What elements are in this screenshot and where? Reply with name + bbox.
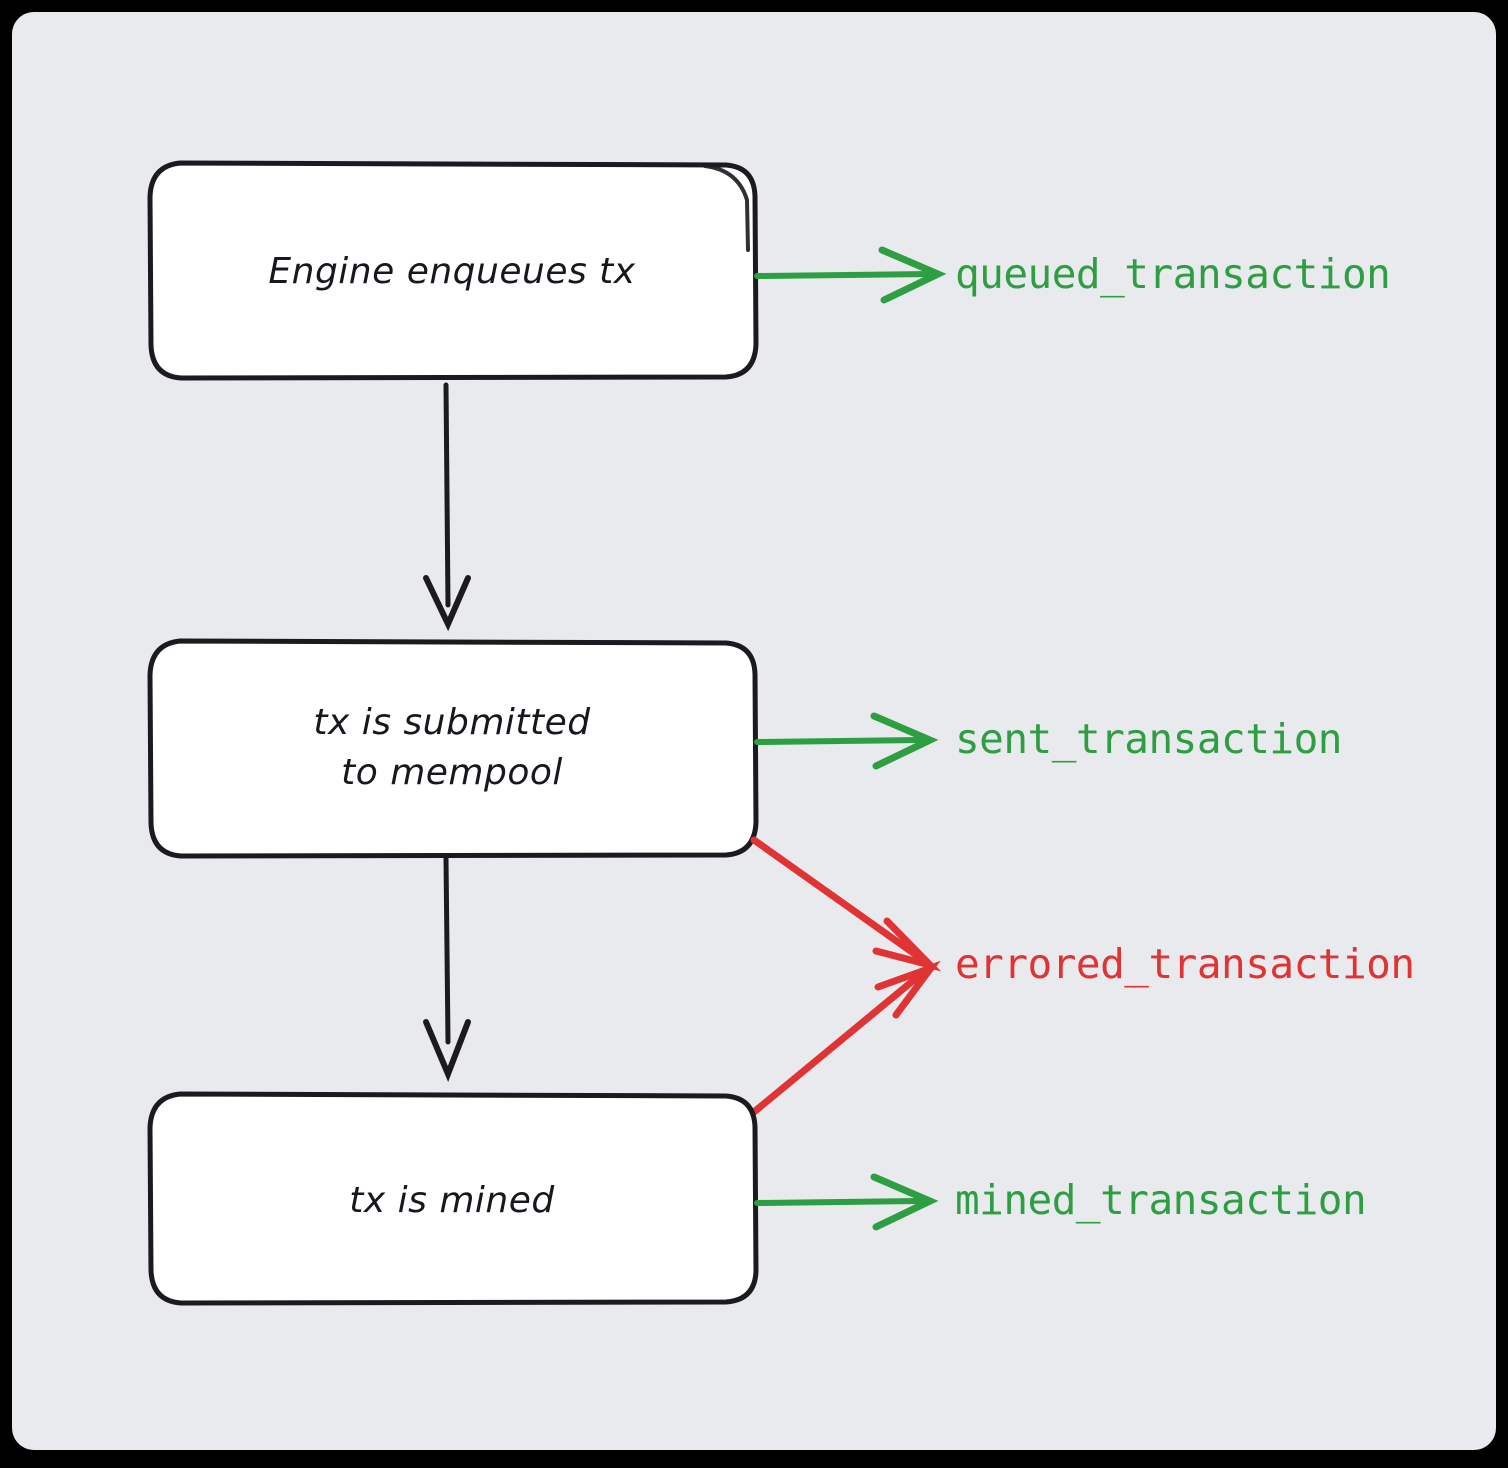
- node-2-shape: [147, 638, 759, 859]
- flow-arrow-2-line: [443, 855, 451, 1045]
- queued-arrow-head: [878, 246, 947, 304]
- event-label-sent-transaction: sent_transaction: [955, 715, 1342, 763]
- flow-arrow-submit-to-mined: [423, 855, 471, 1083]
- node-2-label-line2: to mempool: [341, 752, 563, 793]
- sent-arrow-head: [870, 712, 939, 770]
- flow-arrow-2-head: [423, 1019, 471, 1083]
- flow-arrow-1-head: [423, 575, 471, 632]
- node-engine-enqueues-tx[interactable]: Engine enqueues tx: [147, 160, 759, 381]
- event-label-errored-transaction: errored_transaction: [955, 940, 1415, 988]
- event-arrow-sent-transaction: [754, 712, 939, 770]
- event-arrow-mined-transaction: [754, 1173, 939, 1231]
- event-arrow-errored-from-mined: [750, 960, 941, 1116]
- mined-arrow-line: [754, 1198, 925, 1206]
- node-1-sketch-overstroke: [703, 164, 750, 252]
- errored-lower-arrow-line: [750, 966, 930, 1116]
- event-arrow-errored-from-submit: [750, 836, 942, 972]
- flow-arrow-enqueue-to-submit: [423, 382, 471, 632]
- flow-arrow-1-line: [443, 382, 451, 608]
- queued-arrow-line: [754, 271, 933, 279]
- event-label-mined-transaction: mined_transaction: [955, 1176, 1366, 1224]
- node-3-shape: [147, 1091, 759, 1306]
- errored-upper-arrow-line: [750, 836, 930, 966]
- node-1-label: Engine enqueues tx: [268, 251, 635, 292]
- node-2-label-line1: tx is submitted: [313, 702, 591, 743]
- event-arrow-queued-transaction: [754, 246, 947, 304]
- sent-arrow-line: [754, 737, 925, 745]
- mined-arrow-head: [870, 1173, 939, 1231]
- node-tx-is-submitted-to-mempool[interactable]: tx is submitted to mempool: [147, 638, 759, 859]
- errored-lower-arrow-head: [874, 960, 941, 1019]
- event-label-queued-transaction: queued_transaction: [955, 250, 1390, 298]
- node-1-shape: [147, 160, 759, 381]
- node-tx-is-mined[interactable]: tx is mined: [147, 1091, 759, 1306]
- node-3-label: tx is mined: [349, 1180, 555, 1221]
